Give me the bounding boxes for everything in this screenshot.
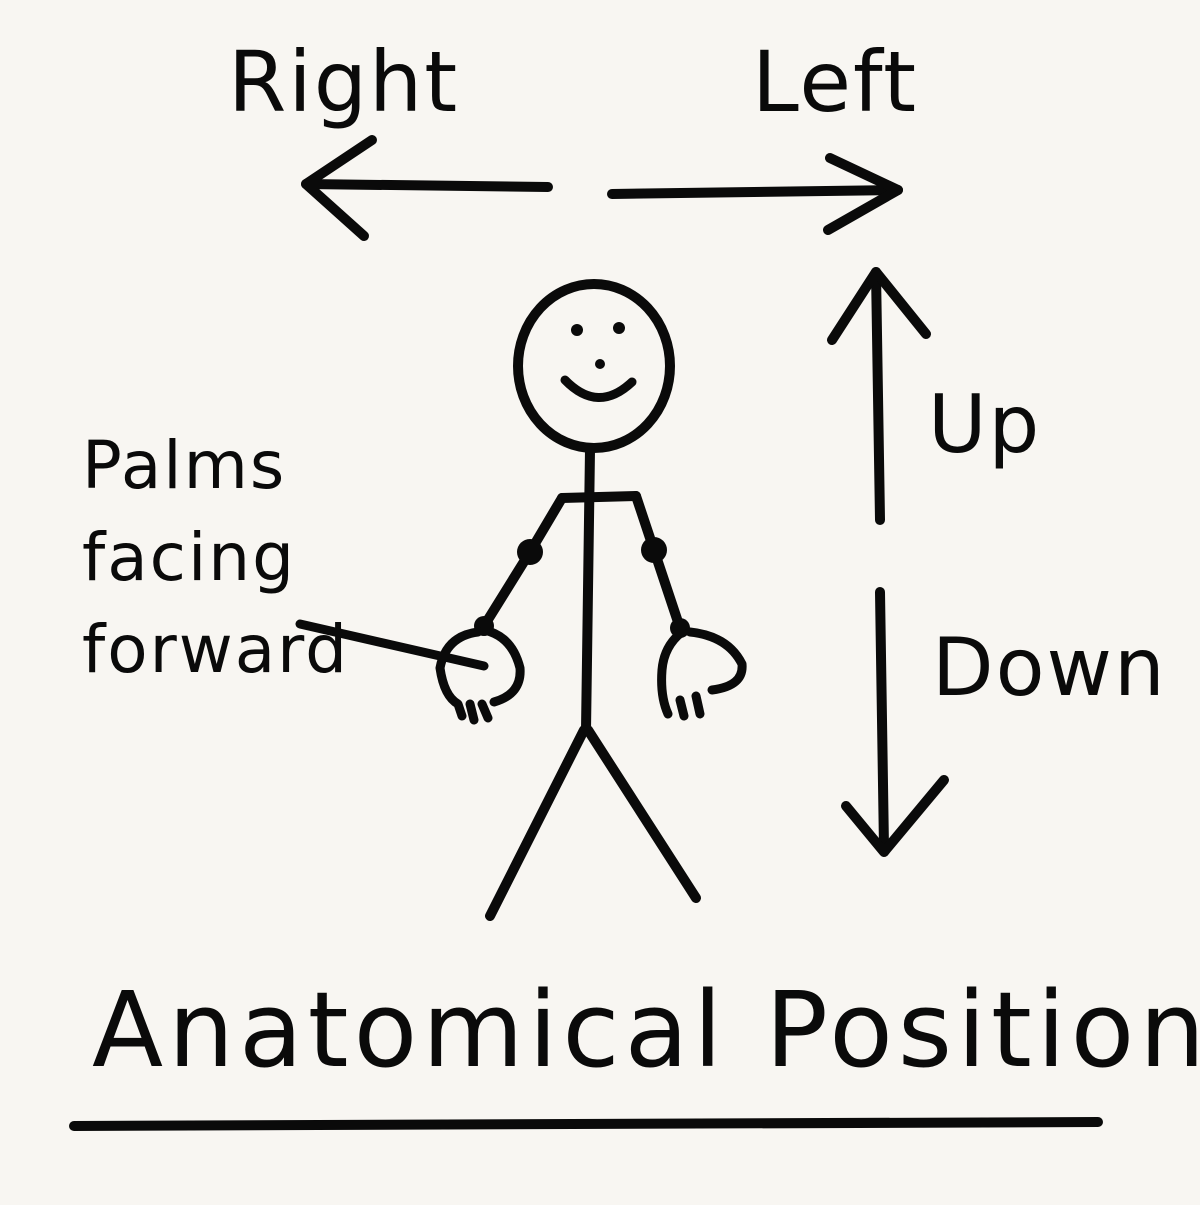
arrow-right-direction [301, 135, 553, 241]
figure-right-elbow [517, 539, 543, 565]
label-up: Up [928, 378, 1042, 471]
arrow-down-direction [841, 587, 949, 857]
figure-shoulders [557, 491, 641, 503]
palms-annotation-line-1: Palms [82, 427, 287, 504]
arrow-left-head [823, 153, 903, 235]
figure-torso [581, 445, 595, 735]
arrow-up-direction [827, 267, 931, 525]
palms-annotation: Palms facing forward [82, 420, 382, 696]
stick-figure [435, 279, 747, 921]
arrow-down-head [841, 775, 949, 857]
diagram-title: Anatomical Position [92, 969, 1200, 1091]
figure-left-hand [657, 627, 747, 721]
figure-head [513, 279, 675, 453]
figure-left-elbow [641, 537, 667, 563]
arrow-up-head [827, 267, 931, 345]
label-right: Right [228, 33, 460, 131]
figure-right-eye [613, 322, 625, 334]
figure-right-leg [485, 725, 589, 921]
label-down: Down [932, 621, 1167, 714]
figure-nose [595, 359, 605, 369]
figure-left-eye [571, 324, 583, 336]
arrow-right-head [301, 135, 377, 241]
palms-annotation-line-2: facing [82, 519, 297, 596]
figure-smile [560, 375, 637, 402]
arrow-down-shaft [875, 587, 889, 853]
label-left: Left [752, 33, 919, 131]
title-underline [69, 1117, 1103, 1131]
arrow-left-direction [607, 153, 903, 235]
palms-annotation-line-3: forward [82, 611, 350, 688]
figure-left-leg [583, 725, 701, 903]
arrow-left-shaft [607, 185, 903, 199]
arrow-right-shaft [301, 179, 553, 192]
annotation-pointer-line [295, 619, 489, 671]
arrow-up-shaft [871, 267, 885, 525]
figure-right-hand [435, 625, 525, 725]
